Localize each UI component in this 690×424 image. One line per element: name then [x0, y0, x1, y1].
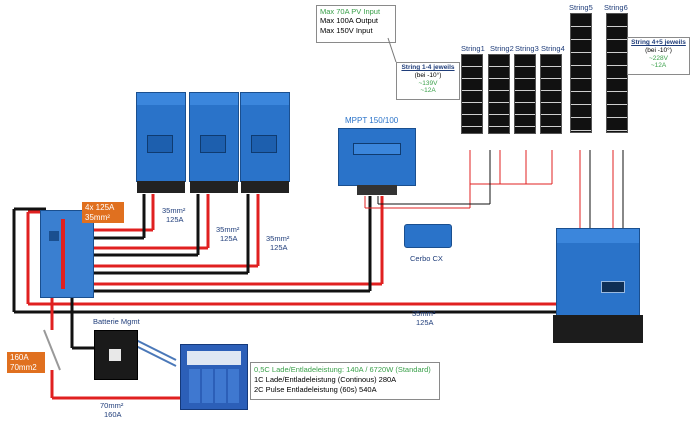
mppt-label: MPPT 150/100 — [345, 116, 399, 125]
cable-label-inv1-rating: 125A — [166, 214, 184, 224]
fuse-rating-label: 4x 125A 35mm² — [82, 202, 124, 224]
wire-bms-1 — [135, 339, 177, 361]
main-fuse-label: 160A 70mm2 — [7, 352, 45, 374]
battery-info-box: 0,5C Lade/Entladeleistung: 140A / 6720W … — [250, 362, 440, 400]
pv-input-spec-box: Max 70A PV Input Max 100A Output Max 150… — [316, 5, 396, 43]
pv-input-line3: Max 150V Input — [320, 25, 373, 35]
battery-info-line3: 2C Pulse Entladeleistung (60s) 540A — [254, 384, 377, 394]
cerbo-cx-device — [404, 224, 452, 248]
string-1-4-voltage: ~139V — [418, 79, 438, 87]
multiplus-inverter-3 — [240, 92, 290, 193]
lifepo4-battery-pack — [180, 344, 248, 410]
battery-info-line2: 1C Lade/Entladeleistung (Continous) 280A — [254, 374, 397, 384]
cable-label-inv3-rating: 125A — [270, 242, 288, 252]
string-1-4-spec-box: String 1-4 jeweils (bei -10°) ~139V ~12A — [396, 62, 460, 100]
string-4-5-voltage: ~228V — [649, 54, 668, 62]
string-1-4-current: ~12A — [420, 87, 436, 95]
string-4-5-title: String 4+5 jeweils — [631, 39, 686, 46]
wire-bms-2 — [135, 345, 177, 367]
pv-string-1-panels — [461, 54, 483, 134]
string-label-1: String1 — [461, 44, 485, 53]
string-4-5-spec-box: String 4+5 jeweils (bei -10°) ~228V ~12A — [627, 37, 690, 75]
string-1-4-sub: (bei -10°) — [414, 71, 442, 79]
cable-label-battery-size: 70mm² — [100, 401, 124, 410]
cable-label-bus: 35mm² 125A — [412, 309, 436, 327]
cable-label-battery-rating: 160A — [104, 409, 122, 419]
mppt-charge-controller — [338, 128, 416, 195]
string-label-2: String2 — [490, 44, 514, 53]
cable-label-bus-rating: 125A — [416, 317, 434, 327]
bms-device — [94, 330, 138, 380]
pv-string-3-panels — [514, 54, 536, 134]
lynx-distributor — [40, 210, 94, 298]
cable-label-battery: 70mm² 160A — [100, 401, 124, 419]
string-label-5: String5 — [569, 3, 593, 12]
string-4-5-current: ~12A — [650, 62, 667, 70]
string-1-4-title: String 1-4 jeweils — [401, 64, 455, 71]
pv-string-4-panels — [540, 54, 562, 134]
main-fuse-symbol — [43, 329, 61, 371]
pv-string-5-panels — [570, 13, 592, 133]
cable-label-inv2-rating: 125A — [220, 233, 238, 243]
bms-label: Batterie Mgmt — [93, 317, 140, 326]
string-4-5-sub: (bei -10°) — [645, 46, 672, 54]
fuse-rating-line2: 35mm² — [85, 212, 110, 222]
string-label-3: String3 — [515, 44, 539, 53]
pv-string-6-panels — [606, 13, 628, 133]
fuse-rating-line1: 4x 125A — [85, 203, 115, 212]
cable-label-inv1: 35mm² 125A — [162, 206, 186, 224]
solar-inverter — [553, 228, 643, 343]
string-label-4: String4 — [541, 44, 565, 53]
pv-string-2-panels — [488, 54, 510, 134]
multiplus-inverter-2 — [189, 92, 239, 193]
battery-info-line1: 0,5C Lade/Entladeleistung: 140A / 6720W … — [254, 365, 431, 374]
pv-input-line2: Max 100A Output — [320, 16, 378, 26]
main-fuse-size: 70mm2 — [10, 362, 37, 372]
string-label-6: String6 — [604, 3, 628, 12]
cable-label-bus-size: 35mm² — [412, 309, 436, 318]
pv-input-line1: Max 70A PV Input — [320, 7, 381, 16]
multiplus-inverter-1 — [136, 92, 186, 193]
cable-label-inv3: 35mm² 125A — [266, 234, 290, 252]
cerbo-cx-label: Cerbo CX — [410, 254, 443, 263]
main-fuse-rating: 160A — [10, 353, 29, 362]
cable-label-inv3-size: 35mm² — [266, 234, 290, 243]
cable-label-inv1-size: 35mm² — [162, 206, 186, 215]
cable-label-inv2: 35mm² 125A — [216, 225, 240, 243]
cable-label-inv2-size: 35mm² — [216, 225, 240, 234]
